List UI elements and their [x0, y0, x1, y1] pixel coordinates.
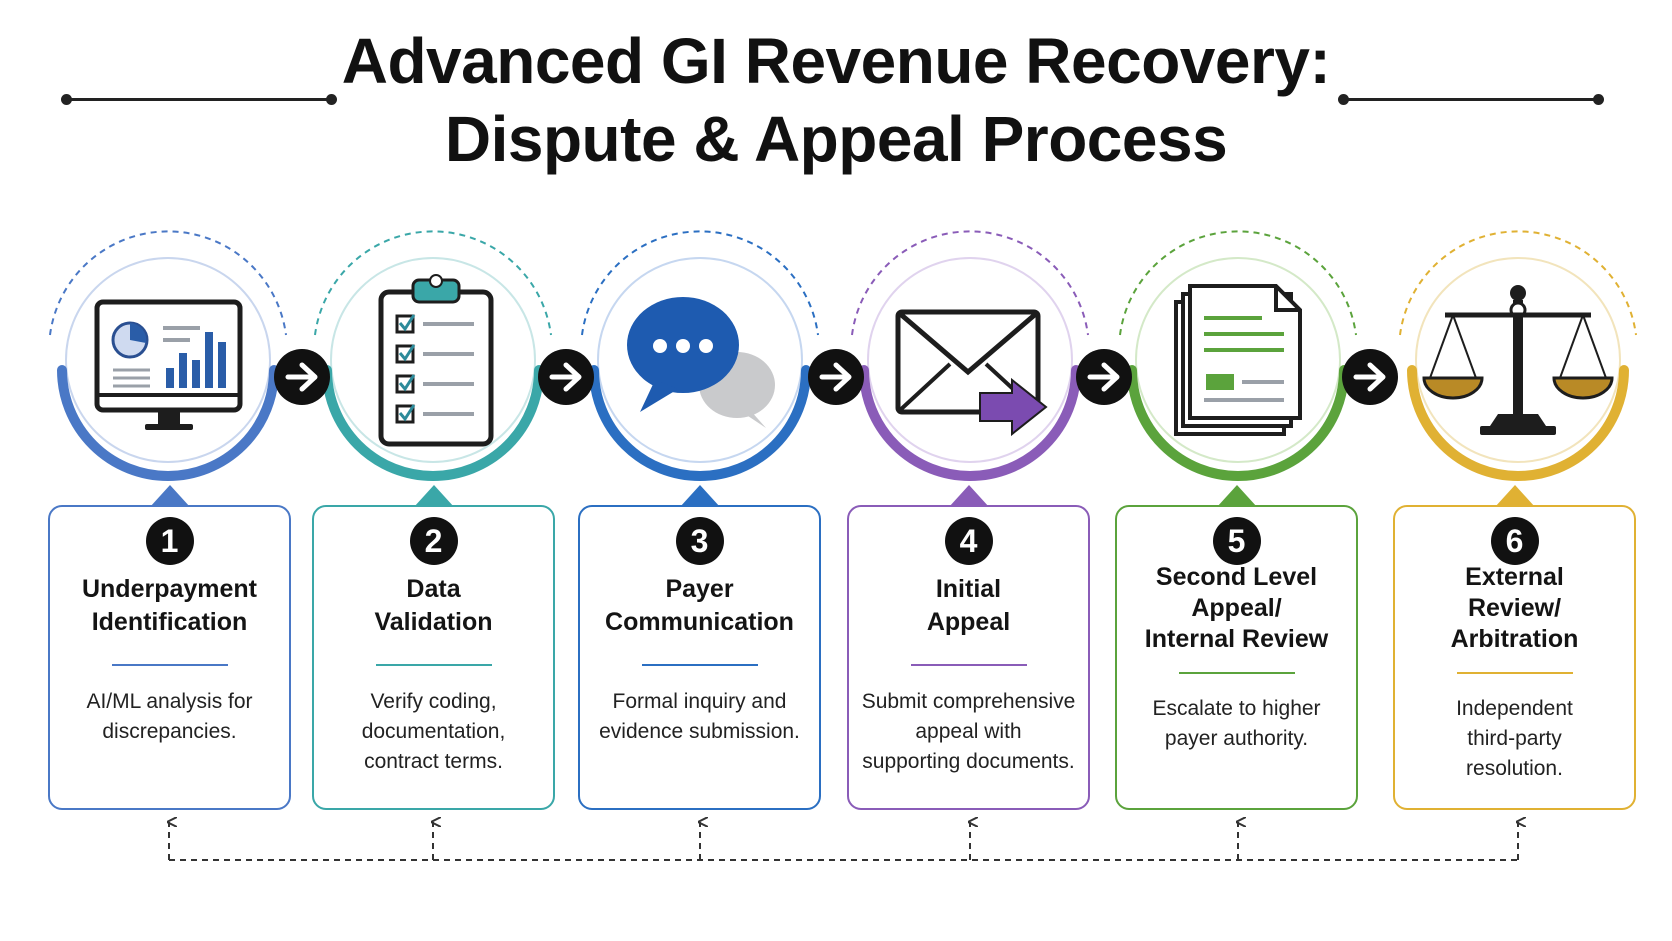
step-number-badge: 1	[145, 517, 194, 565]
feedback-loop-arrows	[169, 822, 1518, 860]
stacked-documents-icon	[1174, 284, 1302, 436]
step-desc-line: payer authority.	[1164, 727, 1309, 750]
arrow-right-icon	[538, 349, 594, 405]
step-title-line: Validation	[374, 608, 493, 636]
clipboard-checklist-icon	[378, 274, 494, 447]
step-1-ring	[49, 230, 287, 481]
step-title: Data Validation	[322, 573, 545, 639]
arrow-right-icon	[808, 349, 864, 405]
step-desc-line: evidence submission.	[599, 720, 800, 743]
step-2-ring	[314, 230, 552, 481]
scales-of-justice-icon	[1422, 285, 1614, 435]
step-description: Independent third-party resolution.	[1407, 694, 1622, 784]
step-number-badge: 5	[1212, 517, 1261, 565]
step-title-line: Underpayment	[81, 575, 258, 603]
step-3-ring	[581, 230, 819, 481]
step-6-ring	[1399, 230, 1637, 481]
step-title-line: Second Level	[1155, 563, 1318, 591]
step-number-badge: 2	[409, 517, 458, 565]
step-title-line: Review/	[1467, 594, 1562, 622]
step-divider	[111, 664, 228, 666]
step-4-ring	[851, 230, 1089, 481]
step-title: Initial Appeal	[857, 573, 1080, 639]
step-desc-line: documentation,	[361, 720, 506, 743]
step-5-ring	[1119, 230, 1357, 481]
step-card-5: 5 Second Level Appeal/ Internal Review E…	[1115, 485, 1358, 810]
step-card-2: 2 Data Validation Verify coding, documen…	[312, 485, 555, 810]
arrow-right-icon	[1076, 349, 1132, 405]
computer-monitor-chart-icon	[94, 299, 243, 430]
step-title-line: Data	[406, 575, 461, 603]
step-desc-line: Formal inquiry and	[612, 690, 787, 713]
step-card-4: 4 Initial Appeal Submit comprehensive ap…	[847, 485, 1090, 810]
step-desc-line: Verify coding,	[370, 690, 497, 713]
step-number-badge: 3	[675, 517, 724, 565]
step-desc-line: third-party	[1467, 727, 1562, 750]
step-card-3: 3 Payer Communication Formal inquiry and…	[578, 485, 821, 810]
step-title-line: Identification	[91, 608, 248, 636]
step-number-badge: 6	[1490, 517, 1539, 565]
step-desc-line: resolution.	[1466, 757, 1563, 780]
step-divider	[1178, 672, 1295, 674]
step-title-line: Payer	[665, 575, 734, 603]
step-title-line: Initial	[935, 575, 1002, 603]
step-title-line: Internal Review	[1144, 625, 1329, 653]
step-title-line: Arbitration	[1450, 625, 1579, 653]
step-title-line: Appeal	[926, 608, 1011, 636]
step-description: Formal inquiry and evidence submission.	[592, 687, 807, 747]
step-description: AI/ML analysis for discrepancies.	[62, 687, 277, 747]
step-desc-line: AI/ML analysis for	[86, 690, 253, 713]
step-divider	[375, 664, 492, 666]
title-line-2: Dispute & Appeal Process	[444, 103, 1228, 175]
arrow-right-icon	[1342, 349, 1398, 405]
step-title: Underpayment Identification	[58, 573, 281, 639]
step-description: Submit comprehensive appeal with support…	[861, 687, 1076, 777]
arrow-right-icon	[274, 349, 330, 405]
step-desc-line: appeal with	[915, 720, 1022, 743]
title-rule-left	[61, 94, 337, 105]
step-description: Verify coding, documentation, contract t…	[326, 687, 541, 777]
step-title-line: Communication	[605, 608, 794, 636]
step-title: Second Level Appeal/ Internal Review	[1125, 562, 1348, 655]
step-desc-line: Independent	[1456, 697, 1573, 720]
step-title: External Review/ Arbitration	[1403, 562, 1626, 655]
step-desc-line: Escalate to higher	[1152, 697, 1321, 720]
step-divider	[641, 664, 758, 666]
chat-bubbles-icon	[627, 297, 775, 428]
title-line-1: Advanced GI Revenue Recovery:	[341, 25, 1331, 97]
step-title-line: Appeal/	[1191, 594, 1282, 622]
step-divider	[910, 664, 1027, 666]
step-title: Payer Communication	[588, 573, 811, 639]
step-desc-line: Submit comprehensive	[861, 690, 1076, 713]
step-divider	[1456, 672, 1573, 674]
step-card-1: 1 Underpayment Identification AI/ML anal…	[48, 485, 291, 810]
title-rule-right	[1338, 94, 1604, 105]
step-connectors	[274, 349, 1398, 405]
page-title: Advanced GI Revenue Recovery: Dispute & …	[300, 22, 1372, 178]
step-desc-line: supporting documents.	[862, 750, 1075, 773]
step-title-line: External	[1465, 563, 1564, 591]
step-card-6: 6 External Review/ Arbitration Independe…	[1393, 485, 1636, 810]
step-description: Escalate to higher payer authority.	[1129, 694, 1344, 754]
envelope-send-icon	[895, 309, 1048, 437]
step-number-badge: 4	[944, 517, 993, 565]
step-desc-line: contract terms.	[364, 750, 503, 773]
step-desc-line: discrepancies.	[102, 720, 237, 743]
